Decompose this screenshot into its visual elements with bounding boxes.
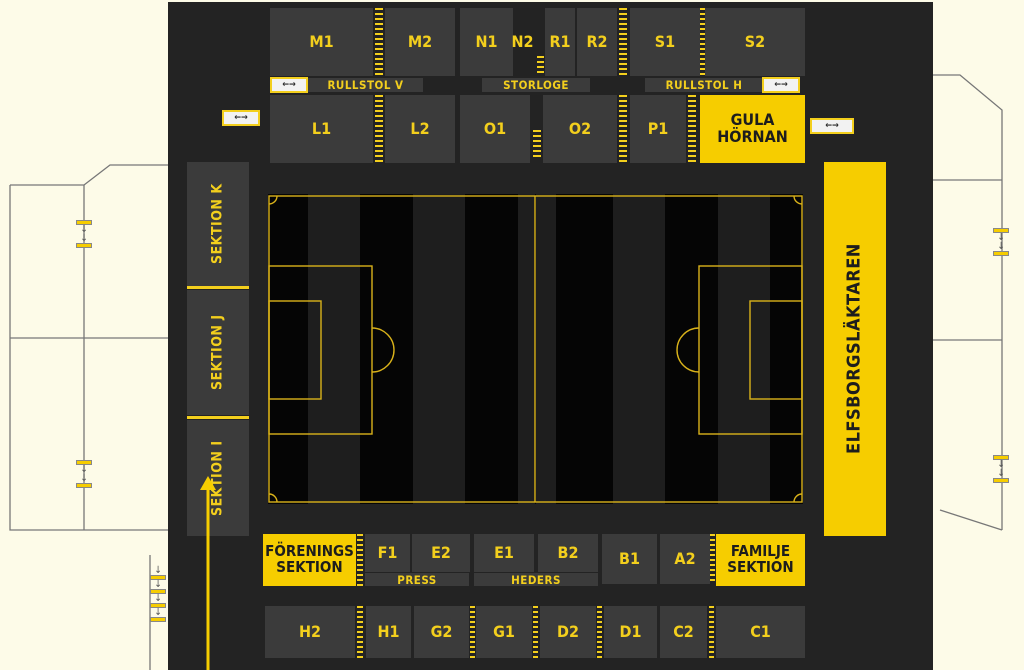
stairs	[709, 606, 714, 658]
stairs	[375, 8, 383, 76]
band-rullstol-v: RULLSTOL V	[308, 78, 423, 92]
band-storloge: STORLOGE	[482, 78, 590, 92]
band-press: PRESS	[365, 573, 469, 587]
wheelchair-icon: ←→	[810, 118, 854, 134]
section-k[interactable]: SEKTION K	[187, 162, 249, 286]
stairs	[619, 95, 627, 163]
stairs	[688, 95, 696, 163]
section-r2[interactable]: R2	[577, 8, 617, 76]
section-g2[interactable]: G2	[414, 606, 469, 658]
wheelchair-icon: ←→	[222, 110, 260, 126]
section-h1[interactable]: H1	[366, 606, 411, 658]
section-e1[interactable]: E1	[474, 534, 534, 572]
section-r1[interactable]: R1	[545, 8, 575, 76]
section-elfsborgslaktaren[interactable]: ELFSBORGSLÄKTAREN	[824, 162, 886, 536]
football-pitch	[268, 194, 803, 504]
stairs	[357, 534, 363, 586]
stairs	[533, 606, 538, 658]
stairs	[537, 56, 544, 74]
entrance-marker-right-bottom: ↓↓	[993, 455, 1009, 483]
stairs	[375, 95, 383, 163]
section-gula-hornan[interactable]: GULA HÖRNAN	[700, 95, 805, 163]
section-b2[interactable]: B2	[538, 534, 598, 572]
stairs	[710, 534, 715, 584]
section-s2[interactable]: S2	[705, 8, 805, 76]
section-l2[interactable]: L2	[385, 95, 455, 163]
stairs	[700, 8, 705, 76]
entrance-marker-left-top: ↓↓	[76, 220, 92, 248]
section-o2[interactable]: O2	[543, 95, 617, 163]
band-heders: HEDERS	[474, 573, 598, 587]
entrance-marker-bottom-left: ↓↓↓↓	[150, 566, 166, 622]
wheelchair-icon: ←→	[270, 77, 308, 93]
section-n2[interactable]: N2	[511, 31, 534, 51]
entrance-arrow-icon	[200, 476, 216, 670]
section-p1[interactable]: P1	[630, 95, 686, 163]
wheelchair-icon: ←→	[762, 77, 800, 93]
section-m1[interactable]: M1	[270, 8, 373, 76]
section-l1[interactable]: L1	[270, 95, 373, 163]
section-m2[interactable]: M2	[385, 8, 455, 76]
section-o1[interactable]: O1	[460, 95, 530, 163]
section-h2[interactable]: H2	[265, 606, 355, 658]
stairs	[597, 606, 602, 658]
entrance-marker-left-bottom: ↓↓	[76, 460, 92, 488]
entrance-marker-right-top: ↓↓	[993, 228, 1009, 256]
section-f1[interactable]: F1	[365, 534, 410, 572]
section-d2[interactable]: D2	[540, 606, 596, 658]
section-j[interactable]: SEKTION J	[187, 290, 249, 415]
section-b1[interactable]: B1	[602, 534, 657, 584]
stairs	[357, 606, 363, 658]
section-familje[interactable]: FAMILJE SEKTION	[716, 534, 805, 586]
section-e2[interactable]: E2	[412, 534, 470, 572]
separator	[187, 416, 249, 419]
section-n1[interactable]: N1	[460, 8, 513, 76]
section-g1[interactable]: G1	[476, 606, 532, 658]
stairs	[619, 8, 627, 76]
section-forenings[interactable]: FÖRENINGS SEKTION	[263, 534, 356, 586]
section-c2[interactable]: C2	[660, 606, 707, 658]
section-s1[interactable]: S1	[630, 8, 700, 76]
section-c1[interactable]: C1	[716, 606, 805, 658]
separator	[187, 286, 249, 289]
stairs	[470, 606, 475, 658]
section-a2[interactable]: A2	[660, 534, 710, 584]
section-d1[interactable]: D1	[604, 606, 657, 658]
band-rullstol-h: RULLSTOL H	[645, 78, 763, 92]
stairs	[533, 130, 541, 160]
